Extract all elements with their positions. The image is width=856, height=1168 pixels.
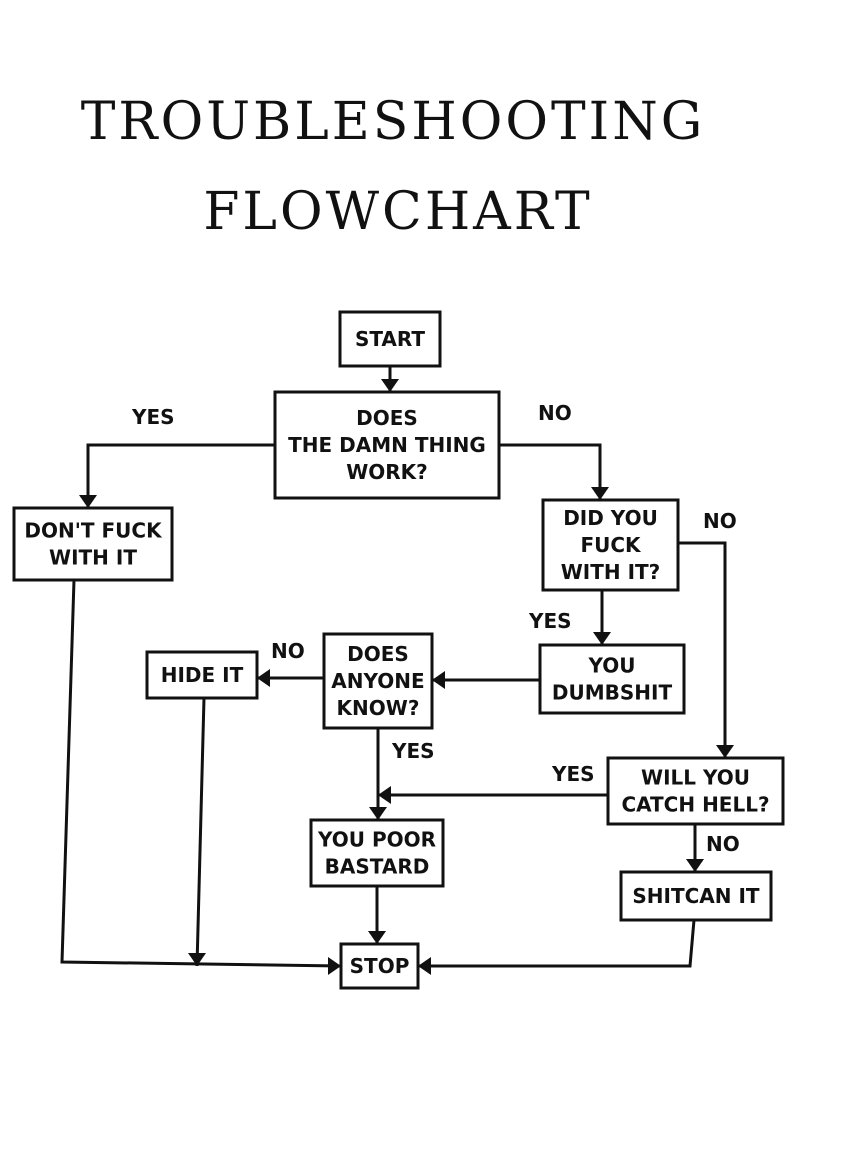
edge-anyone-no-arrowhead [257,669,270,687]
edge-label-works-yes: YES [131,405,175,429]
node-label: WORK? [346,460,428,484]
edge-shitcan-stop-arrowhead [418,957,431,975]
edge-dontfuck-stop-arrowhead [328,957,341,975]
edge-shitcan-stop [418,919,696,968]
node-box [12,506,174,582]
node-label: ANYONE [331,669,424,693]
node-box [338,310,442,368]
node-box [541,498,680,592]
edge-dontfuck-stop [60,579,342,968]
edge-label-did-you-yes: YES [528,609,572,633]
node-label: WITH IT? [561,560,661,584]
node-label: BASTARD [325,855,430,879]
title-line-2: FLOWCHART [203,182,593,242]
node-box [145,650,259,700]
node-catch-hell: WILL YOU CATCH HELL? [606,756,785,826]
edge-bastard-stop-arrowhead [368,931,386,944]
title-line-1: TROUBLESHOOTING [80,92,706,152]
node-label: DOES [356,406,418,430]
node-dumbshit: YOU DUMBSHIT [538,643,686,715]
edge-catch-yes-arrowhead [378,786,391,804]
edge-label-did-you-no: NO [703,509,737,533]
node-label: DUMBSHIT [552,681,673,705]
edge-label-catch-no: NO [706,832,740,856]
node-dont-fuck: DON'T FUCK WITH IT [12,506,174,582]
flowchart-edge-labels: YES NO NO YES NO YES YES NO [131,401,740,856]
node-label: START [355,327,425,351]
edge-works-yes [86,443,275,508]
node-stop: STOP [339,942,420,990]
edge-works-no [499,443,602,500]
edge-label-works-no: NO [538,401,572,425]
node-label: WILL YOU [641,766,750,790]
node-box [309,818,445,888]
node-label: KNOW? [337,696,420,720]
node-box [339,942,420,990]
node-did-you: DID YOU FUCK WITH IT? [541,498,680,592]
edge-hideit-stop-arrowhead [188,953,206,966]
edge-didyou-no-arrowhead [716,745,734,758]
node-start: START [338,310,442,368]
node-label: YOU POOR [317,828,436,852]
edge-anyone-yes-arrowhead [369,807,387,820]
edge-label-catch-yes: YES [551,762,595,786]
node-anyone-know: DOES ANYONE KNOW? [322,632,434,730]
node-label: DOES [347,642,409,666]
node-label: STOP [350,954,410,978]
node-label: SHITCAN IT [632,884,760,908]
edge-dumbshit-anyone-arrowhead [432,671,445,689]
node-box [606,756,785,826]
edge-didyou-yes-arrowhead [593,632,611,645]
node-works: DOES THE DAMN THING WORK? [273,390,501,500]
node-box [273,390,501,500]
node-box [322,632,434,730]
edge-start-works-arrowhead [381,379,399,392]
edge-label-anyone-yes: YES [391,739,435,763]
node-hide-it: HIDE IT [145,650,259,700]
node-box [538,643,686,715]
edge-hideit-stop [195,697,206,967]
edge-works-no-arrowhead [591,487,609,500]
node-label: DON'T FUCK [24,519,163,543]
node-label: FUCK [580,533,642,557]
node-label: WITH IT [49,546,137,570]
flowchart-edges [60,366,734,975]
node-label: HIDE IT [161,663,244,687]
node-label: CATCH HELL? [621,793,769,817]
node-shitcan: SHITCAN IT [619,870,773,922]
node-label: DID YOU [563,506,658,530]
node-label: THE DAMN THING [288,433,486,457]
node-box [619,870,773,922]
flowchart-nodes: START DOES THE DAMN THING WORK? DON'T FUCK WI… [12,310,785,990]
edge-label-anyone-no: NO [271,639,305,663]
edge-didyou-no [678,541,727,758]
node-label: YOU [587,654,635,678]
edge-catch-no-arrowhead [686,859,704,872]
edge-works-yes-arrowhead [79,495,97,508]
node-poor-bastard: YOU POOR BASTARD [309,818,445,888]
